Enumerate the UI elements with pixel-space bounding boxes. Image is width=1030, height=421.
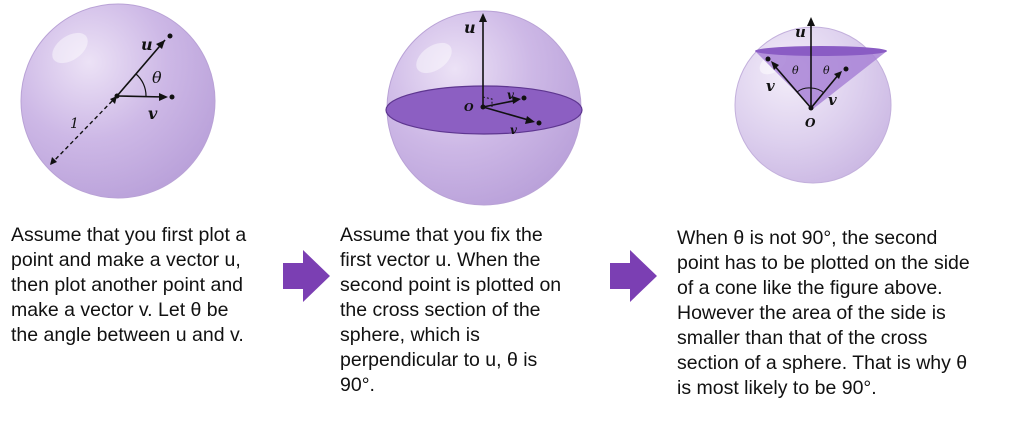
- point-v1: [765, 56, 771, 62]
- vector-v2-arrowhead: [834, 71, 842, 79]
- vector-v2-label: v: [510, 123, 518, 137]
- caption-line: the angle between u and v.: [11, 324, 244, 346]
- caption-line: second point is plotted on: [340, 274, 562, 296]
- vector-v1-label: v: [766, 77, 775, 95]
- caption-line: first vector u. When the: [340, 249, 541, 271]
- caption-line: section of a sphere. That is why θ: [677, 352, 968, 374]
- cone-side: [755, 51, 887, 109]
- origin-point: [114, 93, 120, 99]
- sphere: [20, 3, 216, 199]
- origin-label: O: [464, 101, 474, 114]
- caption-line: point has to be plotted on the side: [677, 252, 970, 274]
- vector-v1-label: v: [507, 88, 515, 102]
- caption-line: make a vector v. Let θ be: [11, 299, 229, 321]
- point-u: [167, 33, 173, 39]
- angle-arc-left: [796, 87, 812, 93]
- vector-v2-label: v: [828, 91, 837, 109]
- caption-line: When θ is not 90°, the second: [677, 227, 938, 249]
- sphere-diagram-2: u v v O: [385, 10, 583, 206]
- next-arrow-1: [283, 250, 330, 302]
- caption-line: sphere, which is: [340, 324, 480, 346]
- origin-point: [808, 105, 814, 111]
- vector-v-label: v: [148, 104, 158, 123]
- origin-label: O: [805, 116, 816, 130]
- vector-v-arrowhead: [159, 93, 168, 101]
- caption-line: However the area of the side is: [677, 302, 946, 324]
- angle-arc-right: [810, 87, 825, 94]
- caption-line: the cross section of the: [340, 299, 541, 321]
- sphere-diagram-1: 1 u v θ: [20, 3, 216, 199]
- caption-line: point and make a vector u,: [11, 249, 241, 271]
- angle-arc: [135, 73, 147, 97]
- caption-1: Assume that you first plot a point and m…: [11, 223, 246, 348]
- caption-line: perpendicular to u, θ is: [340, 349, 538, 371]
- next-arrow-2: [610, 250, 657, 302]
- vector-u-arrowhead: [479, 13, 487, 22]
- origin-point: [480, 104, 486, 110]
- radius-line: [49, 95, 118, 166]
- vector-v2-arrowhead: [525, 116, 535, 124]
- caption-line: of a cone like the figure above.: [677, 277, 943, 299]
- cross-section-disk: [385, 85, 583, 135]
- cone-top: [755, 46, 887, 56]
- caption-line: then plot another point and: [11, 274, 244, 296]
- vector-u-label: u: [464, 18, 476, 37]
- theta-label-left: θ: [792, 64, 799, 77]
- theta-label: θ: [152, 68, 162, 87]
- radius-label: 1: [70, 116, 79, 132]
- point-v1: [521, 95, 527, 101]
- caption-3: When θ is not 90°, the second point has …: [677, 226, 970, 401]
- point-v2: [536, 120, 542, 126]
- point-v: [169, 94, 175, 100]
- caption-line: 90°.: [340, 374, 375, 396]
- point-v2: [843, 66, 849, 72]
- vector-u-arrowhead: [156, 40, 165, 49]
- vector-v1-arrowhead: [771, 61, 779, 70]
- theta-label-right: θ: [823, 64, 830, 77]
- vector-u-arrowhead: [807, 17, 815, 26]
- vector-v1-arrowhead: [512, 96, 521, 104]
- vector-u-label: u: [795, 23, 806, 41]
- sphere-diagram-3: u v v θ θ O: [734, 17, 892, 184]
- caption-2: Assume that you fix the first vector u. …: [340, 223, 561, 398]
- caption-line: Assume that you fix the: [340, 224, 543, 246]
- vector-u-label: u: [141, 35, 153, 54]
- caption-line: smaller than that of the cross: [677, 327, 928, 349]
- caption-line: Assume that you first plot a: [11, 224, 247, 246]
- caption-line: is most likely to be 90°.: [677, 377, 877, 399]
- right-angle-marker: [482, 96, 493, 107]
